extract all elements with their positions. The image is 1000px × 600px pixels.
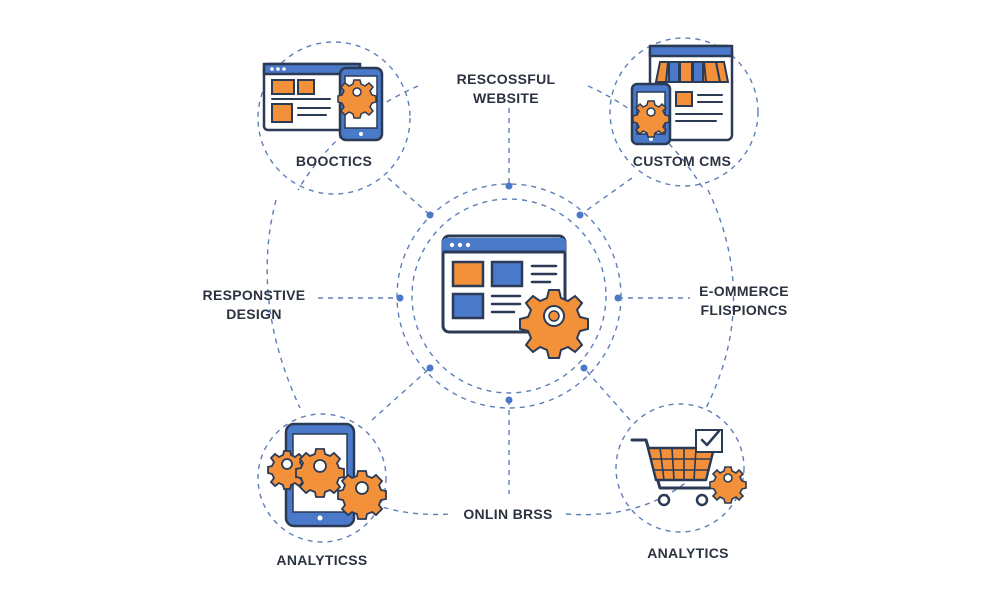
label-bottom-left: ANALYTICSS: [276, 552, 367, 568]
bottom-right-node-ring: [615, 403, 745, 533]
gear-icon: [632, 100, 670, 138]
gear-icon: [519, 289, 589, 359]
bottom-left-node-ring: [257, 413, 387, 543]
top-left-node-ring: [257, 41, 411, 195]
storefront-devices-icon: [630, 44, 734, 146]
label-top-right: CUSTOM CMS: [633, 153, 731, 169]
gear-icon: [337, 470, 387, 520]
label-top-line1: RESCOSSFUL: [457, 71, 556, 87]
label-top-left: BOOCTICS: [296, 153, 372, 169]
label-left-line1: RESPONSTIVE: [203, 287, 306, 303]
browser-and-phone-icon: [262, 62, 384, 142]
label-top-line2: WEBSITE: [473, 90, 539, 106]
label-left-line2: DESIGN: [226, 306, 281, 322]
center-inner-ring: [411, 198, 607, 394]
gear-icon: [709, 466, 747, 504]
gear-icon: [337, 79, 377, 119]
junction-dots: [396, 182, 622, 404]
node-circles: [257, 37, 759, 543]
gear-icon: [295, 448, 345, 498]
phone-gears-icon: [267, 422, 387, 528]
node-labels: RESCOSSFUL WEBSITE BOOCTICS CUSTOM CMS R…: [203, 71, 789, 568]
browser-gear-icon: [441, 234, 589, 359]
shopping-cart-icon: [630, 429, 747, 507]
center-outer-ring: [396, 183, 622, 409]
top-right-node-ring: [609, 37, 759, 187]
label-bottom: ONLIN BRSS: [463, 506, 552, 522]
label-bottom-right: ANALYTICS: [647, 545, 729, 561]
label-right-line1: E-OMMERCE: [699, 283, 789, 299]
label-right-line2: FLISPIONCS: [700, 302, 787, 318]
